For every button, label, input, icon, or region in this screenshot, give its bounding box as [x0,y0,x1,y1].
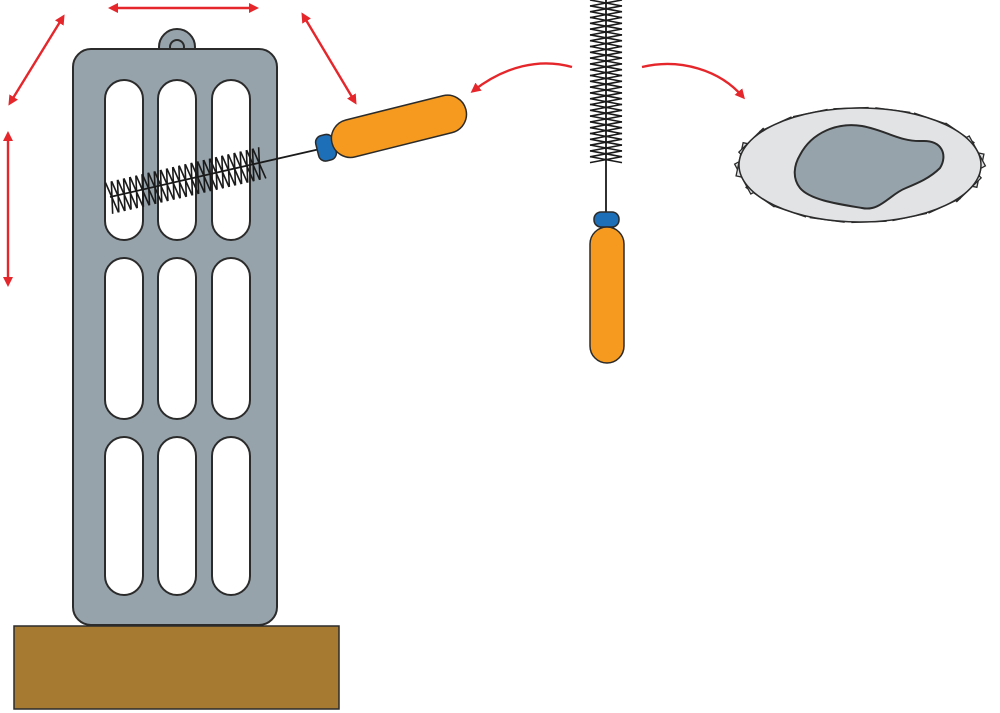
brush-ferrule [593,211,620,228]
debris-on-brush-icon [733,106,987,224]
radiator-slot [104,257,144,420]
brush-handle [330,94,468,159]
radiator-slot [104,436,144,596]
bristle [589,10,623,19]
curved-arrow-icon [641,62,745,100]
bristle [202,159,218,191]
bristle [589,39,623,48]
bristle [153,170,169,202]
curved-arrow-icon [470,62,573,93]
radiator-slot [104,79,144,241]
bristle [116,179,120,213]
radiator-slot [157,436,197,596]
bristle [190,162,206,193]
bristle [215,156,230,188]
brush-wire [109,148,321,198]
radiator-panel-icon [72,28,278,626]
bristle [589,109,623,117]
bristle [202,159,206,193]
bristle [589,22,623,30]
bristle [104,182,120,213]
brush-handle [589,226,625,364]
bristle [129,176,144,208]
bristle [589,68,623,77]
bristle [252,148,267,179]
bristle [589,0,623,7]
double-headed-arrow-icon [301,12,357,105]
bristle [589,126,623,135]
debris-inner [793,124,945,210]
bristle [589,132,623,141]
bristle [589,144,623,152]
bristle [589,121,623,129]
bristle [589,34,623,42]
brush-bristles [589,0,623,164]
bottle-brush-icon [589,0,625,364]
wooden-base-icon [13,625,340,710]
bristle [589,97,623,106]
bristle [589,45,623,54]
bristle [589,92,623,100]
bristle [589,5,623,13]
double-headed-arrow-icon [8,14,65,106]
bristle [141,174,145,207]
bristle [178,165,193,196]
bristle [227,154,231,187]
bristle [239,151,255,182]
bristle [190,162,194,196]
bristle [153,171,157,204]
bristle [128,176,132,210]
radiator-slot [211,436,251,596]
bristle [589,80,623,88]
bristle [589,103,623,112]
bottle-brush-icon [104,94,468,214]
motion-arrows [2,2,745,288]
bristle [214,157,218,190]
bristle [589,115,623,123]
bristle [589,63,623,71]
bristle [589,16,623,25]
radiator-slots [104,79,251,596]
bristle [589,74,623,83]
bristle [589,155,623,164]
bristle [589,28,623,36]
bristle [589,86,623,94]
bristle [165,168,169,202]
bristle [227,153,243,185]
bristle [178,165,181,199]
radiator-slot [211,257,251,420]
bristle [589,138,623,146]
bristle [251,148,255,182]
bristle [239,151,243,185]
bristle [117,179,132,210]
radiator-slot [157,79,197,241]
bristle [589,57,623,65]
radiator-slot [157,257,197,420]
bristle [589,51,623,59]
brush-bristles [104,147,267,214]
bristle [141,173,157,205]
bristle [589,150,623,158]
bristle [166,168,181,199]
